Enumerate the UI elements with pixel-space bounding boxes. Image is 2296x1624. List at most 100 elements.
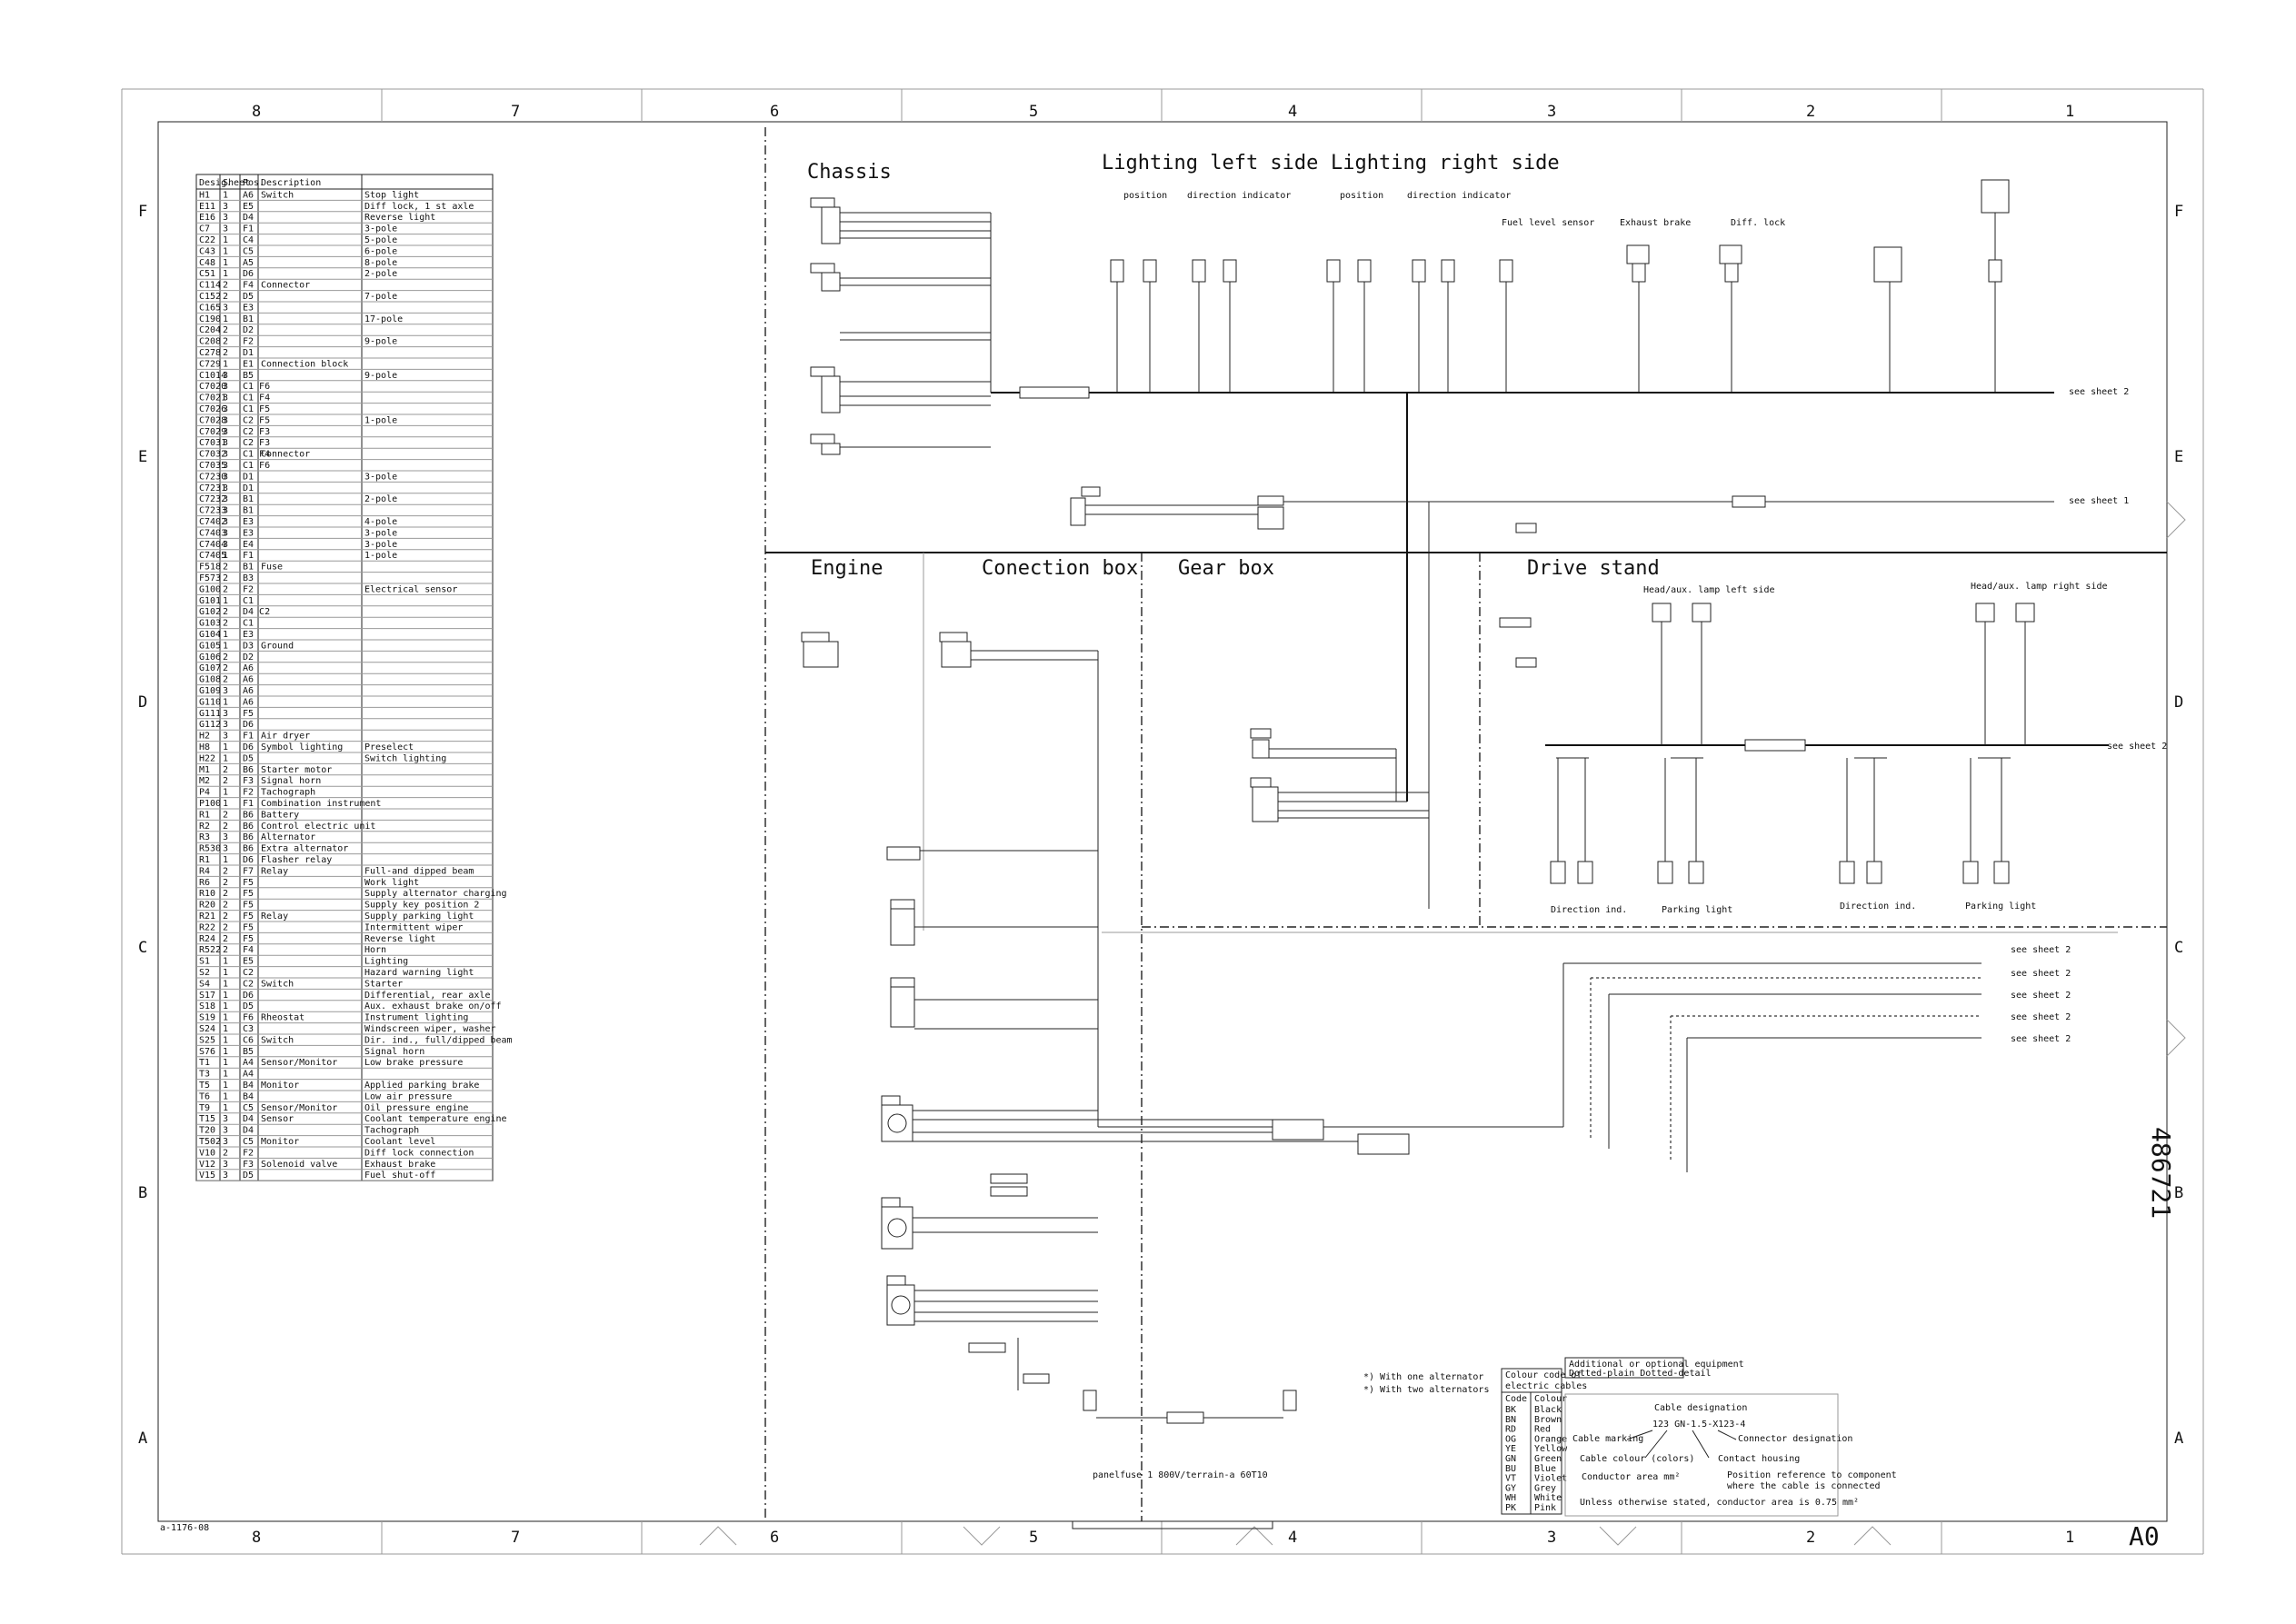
- legend-cell: E16: [199, 213, 215, 223]
- col-label-top: 4: [1288, 103, 1297, 121]
- legend-cell: 1: [223, 753, 228, 763]
- label-direction-right: direction indicator: [1407, 191, 1511, 201]
- legend-cell: C7: [199, 224, 210, 234]
- legend-cell: R1: [199, 855, 210, 865]
- legend-cell: Control electric unit: [261, 822, 375, 832]
- legend-cell: Sensor/Monitor: [261, 1103, 337, 1113]
- legend-cell: 3: [223, 427, 228, 437]
- row-label-right: D: [2174, 693, 2183, 712]
- cable-designation-title: Cable designation: [1654, 1403, 1747, 1413]
- legend-cell: Fuse: [261, 563, 283, 573]
- legend-cell: E1: [243, 359, 254, 369]
- drive-stand-connectors: [1545, 603, 2109, 884]
- contact-housing-label: Contact housing: [1718, 1454, 1800, 1464]
- colour-code: VT: [1505, 1474, 1516, 1484]
- legend-cell: B6: [243, 765, 254, 775]
- lamp-connector: [1993, 861, 2010, 884]
- legend-cell: E5: [243, 957, 254, 967]
- colour-name: Red: [1534, 1425, 1551, 1435]
- col-label-bottom: 2: [1806, 1529, 1815, 1547]
- legend-cell: 1: [223, 1001, 228, 1011]
- legend-cell: C43: [199, 246, 215, 256]
- legend-cell: 3: [223, 202, 228, 212]
- legend-cell: 6-pole: [364, 246, 397, 256]
- legend-cell: 1: [223, 968, 228, 978]
- label-direction-left: direction indicator: [1187, 191, 1291, 201]
- position-ref-label: Position reference to component: [1727, 1470, 1897, 1480]
- legend-cell: Signal horn: [261, 776, 321, 786]
- legend-cell: R6: [199, 878, 210, 888]
- colour-name: Pink: [1534, 1503, 1556, 1513]
- legend-cell: F4: [243, 945, 254, 955]
- legend-cell: F5: [243, 901, 254, 911]
- legend-cell: R24: [199, 934, 215, 944]
- legend-cell: 1: [223, 359, 228, 369]
- schematic-area: Chassis Lighting left side Lighting righ…: [764, 127, 2167, 1521]
- legend-cell: C7231: [199, 483, 226, 493]
- legend-cell: R2: [199, 822, 210, 832]
- legend-cell: F6: [243, 1013, 254, 1023]
- note-bottom-center: panelfuse 1 800V/terrain-a 60T10: [1093, 1470, 1268, 1480]
- legend-cell: G103: [199, 619, 221, 629]
- label-exhaust-brake: Exhaust brake: [1620, 218, 1691, 228]
- legend-cell: Connector: [261, 450, 310, 460]
- legend-cell: S24: [199, 1024, 215, 1034]
- legend-cell: G102: [199, 607, 221, 617]
- colour-name: Blue: [1534, 1464, 1556, 1474]
- legend-cell: 1: [223, 799, 228, 809]
- legend-cell: 3: [223, 394, 228, 404]
- legend-cell: S4: [199, 979, 210, 989]
- legend-cell: 3: [223, 1160, 228, 1170]
- legend-cell: 2: [223, 663, 228, 673]
- col-label-top: 6: [770, 103, 779, 121]
- legend-cell: 1: [223, 314, 228, 324]
- legend-cell: F2: [243, 1148, 254, 1158]
- legend-cell: Reverse light: [364, 934, 435, 944]
- col-label-bottom: 5: [1029, 1529, 1038, 1547]
- legend-cell: 2: [223, 945, 228, 955]
- legend-cell: C1: [243, 596, 254, 606]
- legend-cell: 2: [223, 337, 228, 347]
- legend-cell: 3: [223, 517, 228, 527]
- legend-cell: R20: [199, 901, 215, 911]
- diff-lock-valve: [1719, 244, 1742, 264]
- lighting-connectors: [1110, 179, 2010, 393]
- label-position-left: position: [1123, 191, 1167, 201]
- legend-cell: Monitor: [261, 1081, 299, 1091]
- legend-cell: F5: [243, 912, 254, 922]
- legend-cell: C7404: [199, 540, 226, 550]
- footnote-label: Unless otherwise stated, conductor area …: [1580, 1498, 1859, 1508]
- legend-cell: 3: [223, 528, 228, 538]
- legend-cell: 2: [223, 934, 228, 944]
- cable-colour-label: Cable colour (colors): [1580, 1454, 1694, 1464]
- legend-cell: C1 F5: [243, 404, 270, 414]
- legend-cell: Reverse light: [364, 213, 435, 223]
- legend-cell: G108: [199, 675, 221, 685]
- lamp-connector: [1688, 861, 1704, 884]
- legend-cell: 2: [223, 584, 228, 594]
- legend-header: Desig.: [199, 178, 232, 188]
- note-one-alternator: *) With one alternator: [1363, 1372, 1483, 1382]
- label-diff-lock: Diff. lock: [1731, 218, 1785, 228]
- legend-cell: S18: [199, 1001, 215, 1011]
- legend-cell: Supply parking light: [364, 912, 474, 922]
- legend-cell: R3: [199, 832, 210, 842]
- lamp-connector: [1143, 259, 1157, 283]
- legend-cell: 3: [223, 404, 228, 414]
- corner-note: a-1176-08: [160, 1523, 209, 1533]
- legend-cell: C1014: [199, 371, 226, 381]
- legend-cell: 1: [223, 957, 228, 967]
- legend-cell: 3: [223, 461, 228, 471]
- legend-cell: R522: [199, 945, 221, 955]
- legend-cell: T5: [199, 1081, 210, 1091]
- legend-cell: 2: [223, 889, 228, 899]
- legend-cell: Diff lock connection: [364, 1148, 474, 1158]
- legend-cell: 1: [223, 641, 228, 651]
- colour-code: YE: [1505, 1444, 1516, 1454]
- legend-cell: F7: [243, 866, 254, 876]
- legend-cell: 1: [223, 1024, 228, 1034]
- legend-cell: A5: [243, 258, 254, 268]
- section-lighting-left: Lighting left side: [1102, 152, 1318, 174]
- legend-cell: Coolant level: [364, 1137, 435, 1147]
- legend-cell: 1: [223, 258, 228, 268]
